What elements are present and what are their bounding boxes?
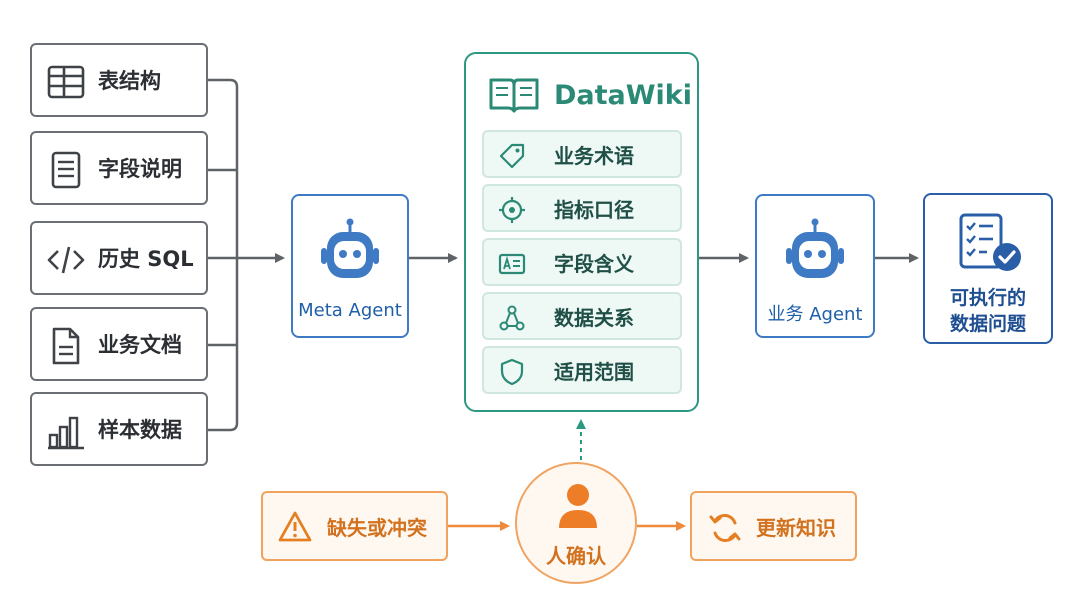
source-field-description: 字段说明 [30,131,208,205]
missing-or-conflict-box: 缺失或冲突 [261,491,448,561]
executable-data-question-box: 可执行的 数据问题 [923,193,1053,344]
source-label: 历史 SQL [98,247,194,271]
missing-or-conflict-label: 缺失或冲突 [327,515,427,540]
robot-icon [786,218,844,278]
result-label: 可执行的 数据问题 [925,285,1051,337]
result-line-2: 数据问题 [949,313,1026,335]
business-agent-box: 业务 Agent [755,194,875,338]
document-lines-icon [51,151,81,189]
source-table-structure: 表结构 [30,43,208,117]
source-label: 表结构 [98,69,161,93]
open-book-icon [489,78,539,113]
person-icon [559,484,597,528]
wiki-item-scope: 适用范围 [482,346,682,394]
refresh-icon [709,514,741,542]
update-knowledge-label: 更新知识 [756,515,836,540]
result-line-1: 可执行的 [949,287,1026,309]
bar-chart-icon [48,416,84,450]
wiki-item-metric-definition: 指标口径 [482,184,682,232]
wiki-item-label: 业务术语 [554,143,634,168]
meta-agent-box: Meta Agent [291,194,409,338]
wiki-item-label: 字段含义 [554,251,634,276]
file-icon [52,327,80,365]
human-confirm-label: 人确认 [546,544,606,568]
source-history-sql: 历史 SQL [30,221,208,295]
code-icon [47,246,85,274]
shield-icon [500,358,524,386]
meta-agent-label: Meta Agent [298,300,402,321]
tag-icon [499,143,525,169]
source-label: 样本数据 [98,418,182,442]
wiki-item-label: 适用范围 [554,359,634,384]
id-card-icon [498,253,526,275]
robot-icon [321,218,379,278]
wiki-item-data-relations: 数据关系 [482,292,682,340]
checklist-icon [959,213,1021,271]
wiki-item-business-terms: 业务术语 [482,130,682,178]
business-agent-label: 业务 Agent [767,304,863,325]
update-knowledge-box: 更新知识 [690,491,857,561]
target-icon [499,197,525,223]
source-bracket [208,78,239,432]
network-icon [499,305,525,331]
wiki-item-label: 数据关系 [554,305,634,330]
wiki-item-field-meaning: 字段含义 [482,238,682,286]
source-sample-data: 样本数据 [30,392,208,466]
source-business-docs: 业务文档 [30,307,208,381]
datawiki-title: DataWiki [554,80,693,111]
wiki-item-label: 指标口径 [554,197,634,222]
human-confirm-circle: 人确认 [515,462,637,584]
warning-icon [278,511,312,542]
source-label: 字段说明 [98,157,182,181]
table-icon [47,65,85,99]
source-label: 业务文档 [98,333,182,357]
